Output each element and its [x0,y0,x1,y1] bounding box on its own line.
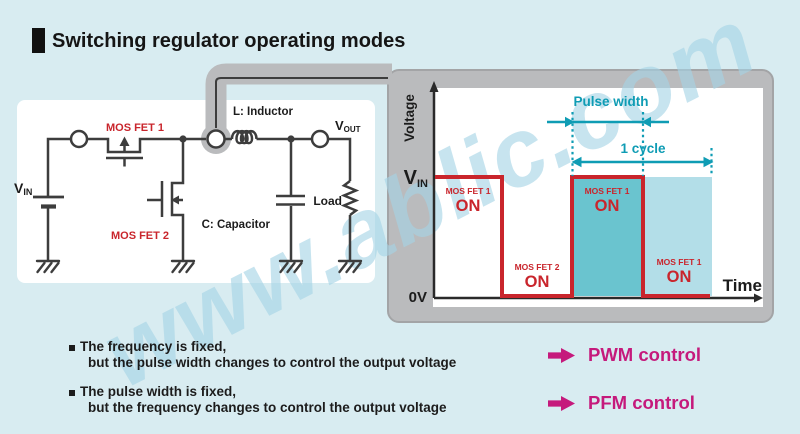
ground-icon [337,259,363,274]
segment-2-fet: MOS FET 2 [515,262,560,272]
segment-4-state: ON [667,268,692,286]
segment-1-fet: MOS FET 1 [446,186,491,196]
ground-icon [170,259,196,274]
vin-label: VIN [14,180,32,197]
vout-node-circle [310,129,330,149]
waveform-chart: Voltage VIN 0V Time Pulse width 1 cycle … [402,81,763,306]
wire [46,137,71,197]
mosfet1-label: MOS FET 1 [106,122,164,134]
junction-dot [179,135,187,143]
pfm-control-label: PFM control [588,392,695,413]
dotted-guides [571,112,713,176]
segment-3-fet: MOS FET 1 [585,186,630,196]
waveform-line [435,175,710,298]
y-axis-label: Voltage [402,94,417,142]
note-pwm-line1: The frequency is fixed, [80,339,227,354]
pwm-control-label: PWM control [588,344,702,365]
segment-labels: MOS FET 1 ON MOS FET 2 ON MOS FET 1 ON M… [446,186,702,291]
page-title: Switching regulator operating modes [52,30,406,52]
note-pwm: The frequency is fixed, but the pulse wi… [80,339,456,370]
segment-1-state: ON [456,197,481,215]
resistor-icon [340,180,360,216]
inductor-coil-icon [230,129,258,145]
cycle-label: 1 cycle [620,141,666,156]
mosfet2-label: MOS FET 2 [111,230,169,242]
arrow-right-icon [548,395,575,411]
ground-icon [35,259,61,274]
circuit-panel [17,100,375,283]
note-pwm-line2: but the pulse width changes to control t… [88,354,457,370]
pulse-fill-light [643,177,712,296]
capacitor-label: C: Capacitor [202,219,271,231]
segment-3-state: ON [595,197,620,215]
switch-node-circle [206,129,226,149]
circuit-diagram [33,77,388,274]
junction-dot [287,135,295,143]
ground-icon [278,259,304,274]
note-pfm-line1: The pulse width is fixed, [80,384,237,399]
pulse-width-dimension [547,116,669,128]
cycle-dimension [571,156,714,168]
bullet-icon [69,390,75,396]
note-pfm: The pulse width is fixed, but the freque… [80,384,447,415]
probe-wire [215,77,388,128]
inductor-label: L: Inductor [233,106,294,118]
pwm-result: PWM control [548,344,701,366]
input-node-circle [69,129,89,149]
x-axis-label: Time [723,276,762,295]
x-axis-arrow-icon [754,293,763,303]
vin-level-label: VIN [404,167,428,190]
zero-level-label: 0V [409,289,427,306]
segment-2-state: ON [525,273,550,291]
load-label: Load [313,194,342,208]
pfm-result: PFM control [548,392,695,414]
wire [87,137,206,154]
wire [170,141,185,261]
bullet-icon [69,345,75,351]
mosfet2-icon [147,181,183,217]
mosfet1-icon [106,136,143,167]
segment-4-fet: MOS FET 1 [657,257,702,267]
note-pfm-line2: but the frequency changes to control the… [88,399,447,415]
pulse-width-label: Pulse width [573,94,648,109]
vout-label: VOUT [335,118,361,134]
wire [328,137,352,181]
capacitor-icon [276,194,305,206]
title-bar-icon [32,28,45,53]
arrow-right-icon [548,347,575,363]
pulse-fill-teal [572,177,643,296]
y-axis-arrow-icon [429,81,439,92]
